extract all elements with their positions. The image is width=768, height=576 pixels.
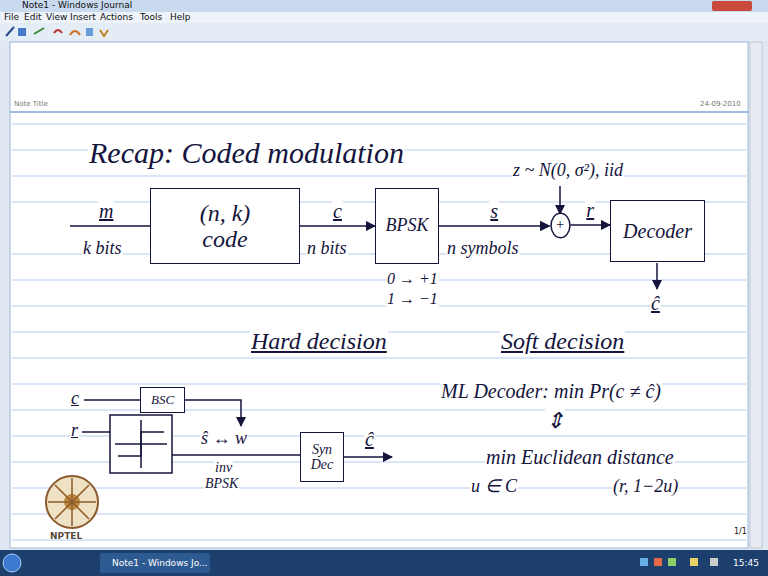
vector-symbol: c [70,388,80,409]
title-bar [0,0,768,12]
handwritten-note: k bits [82,238,123,259]
edge-label: r [585,199,595,222]
task-button [100,553,210,573]
handwritten-note: n bits [306,238,348,259]
ruled-lines [12,124,746,540]
chrome-text: Actions [100,12,133,22]
node-text: + [555,217,564,232]
tray-icons [640,558,718,566]
node-text: BSC [151,393,174,407]
vector-symbol: m [98,200,114,223]
page-meta: 24-09-2010 [700,100,741,108]
code-box: (n, k) code [150,188,300,264]
handwritten-note: n symbols [446,238,520,259]
handwritten-note: 1 → −1 [386,290,439,308]
slicer-wire [172,454,300,456]
adder-circle: + [550,212,571,239]
start-button [3,554,21,572]
chrome-text: Insert [70,12,96,22]
handwritten-note: u ∈ C [470,476,518,497]
signal-arrow [300,225,375,227]
handwritten-note: ML Decoder: min Pr(c ≠ ĉ) [440,380,662,403]
chrome-text: View [46,12,67,22]
logo-text: NPTEL [50,531,82,541]
decoder-box: Syn Dec [300,432,344,482]
edge-label: s [489,200,499,223]
title-rule [10,111,748,113]
chrome-text: Help [170,12,191,22]
handwritten-note: inv [214,460,233,476]
page-meta: Note Title [14,100,48,108]
received-wire [82,431,110,433]
toolbar [0,23,768,41]
vector-symbol: r [70,420,79,441]
chrome-text: Note1 - Windows Journal [22,0,132,10]
note-page [10,42,748,548]
vector-symbol: Hard decision [250,328,388,356]
wires [70,186,657,473]
handwritten-note: (r, 1−2u) [612,476,679,497]
vector-symbol: Soft decision [500,328,625,356]
output-arrow [656,263,658,289]
handwritten-note: BPSK [204,476,239,492]
handwritten-note: z ~ N(0, σ²), iid [512,160,624,181]
signal-arrow [571,224,611,226]
vector-symbol: ĉ [650,292,661,315]
slicer-step [118,432,164,456]
toolbar-icons [6,27,108,36]
close-button [712,1,752,11]
node-text: BPSK [386,216,429,236]
decoder-box: Decoder [610,200,705,262]
handwritten-note: 0 → +1 [386,270,439,288]
nptel-logo [46,476,98,528]
modulator-box: BPSK [375,188,439,264]
code-wire [84,399,140,401]
syndrome-output [344,456,392,458]
channel-box: BSC [140,387,185,413]
chrome-text: 1/1 [734,527,747,536]
slicer-box [110,415,172,473]
noise-arrow [559,186,561,214]
vector-symbol: ĉ [364,428,375,451]
taskbar-text: Note1 - Windows Jo... [112,558,208,568]
handwritten-note: min Euclidean distance [485,446,675,469]
message-wire [70,225,150,227]
menu-bar [0,12,768,23]
chrome-text: File [4,12,19,22]
handwritten-note: ⇕ [545,408,565,433]
node-text: Decoder [623,220,692,242]
chrome-text: Tools [140,12,162,22]
scrollbar [750,42,762,548]
circle-outline [551,213,570,237]
signal-arrow [439,225,550,227]
bsc-arrow [185,400,241,426]
taskbar [0,550,768,576]
edge-label: c [332,200,343,223]
heading: Recap: Coded modulation [88,136,405,171]
node-text: (n, k) code [185,200,265,253]
handwritten-note: ŝ ↔ w [200,428,248,449]
taskbar-text: 15:45 [733,558,759,568]
chrome-text: Edit [24,12,41,22]
node-text: Syn Dec [306,442,338,473]
